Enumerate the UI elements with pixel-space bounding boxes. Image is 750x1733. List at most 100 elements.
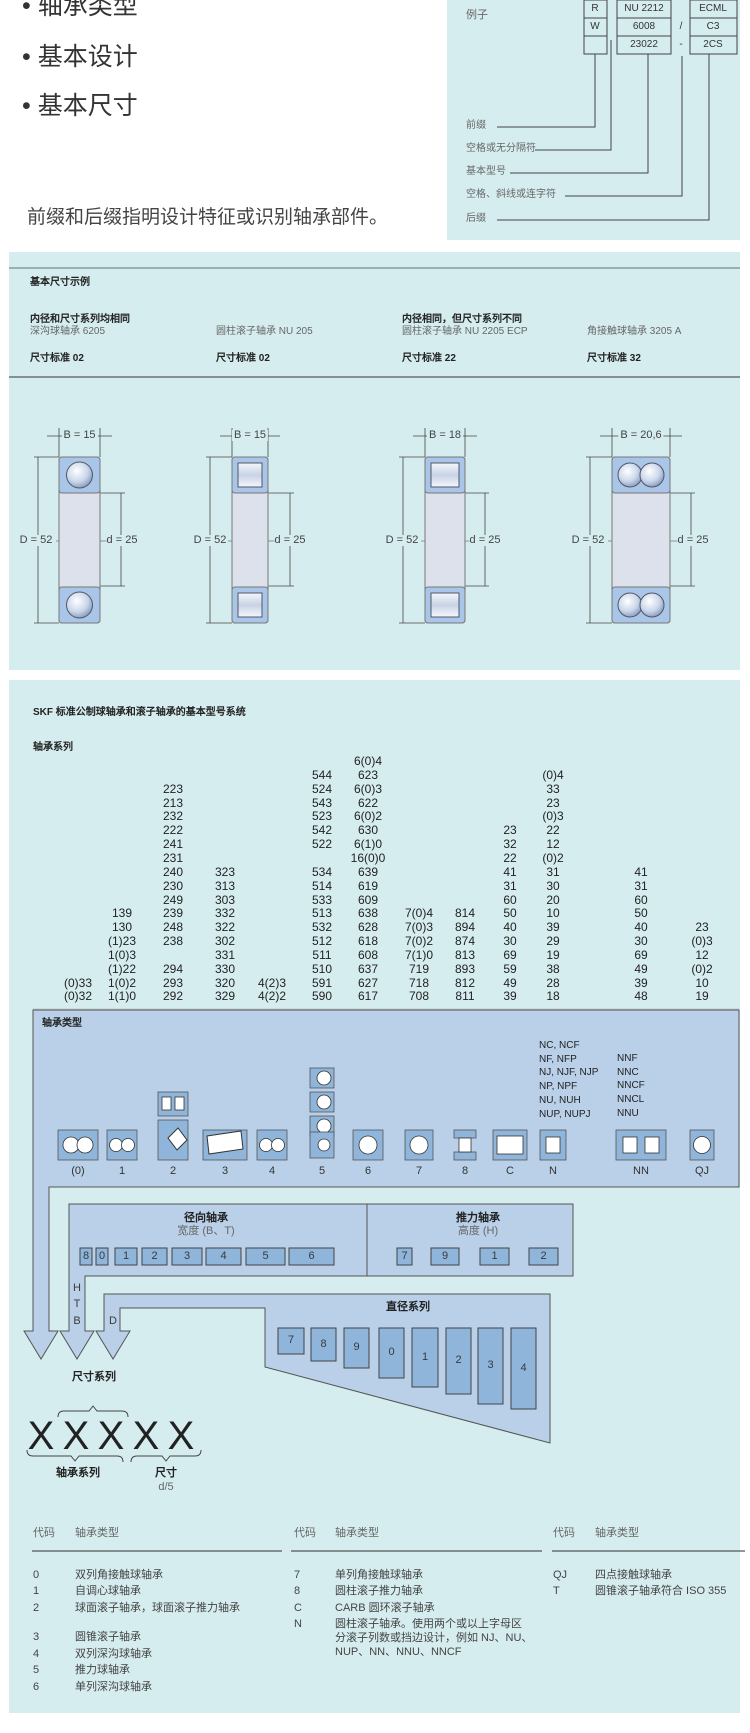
- series-code: 23: [695, 920, 709, 935]
- series-code: 331: [214, 947, 236, 962]
- ball-icon: [66, 591, 93, 619]
- series-code: 320: [214, 975, 236, 990]
- type-code: 8: [461, 1165, 469, 1177]
- series-code: 31: [503, 878, 517, 893]
- type-code: 5: [318, 1165, 326, 1177]
- self-aligning-ball-icon: [121, 1138, 135, 1152]
- series-code: 542: [311, 823, 333, 838]
- series-code: 303: [214, 892, 236, 907]
- series-code: 813: [454, 947, 476, 962]
- width-series-frame: [59, 1203, 574, 1360]
- cylindrical-roller-thrust-icon: [453, 1151, 477, 1161]
- type-code: 4: [268, 1165, 276, 1177]
- series-code: 811: [455, 989, 475, 1004]
- outer-diameter-label: D = 52: [19, 534, 53, 546]
- deep-groove-ball-icon: [358, 1135, 378, 1155]
- series-code: 12: [546, 837, 560, 852]
- size-sub: d/5: [158, 1481, 174, 1493]
- legend-code: 5: [33, 1664, 40, 1676]
- series-code: 7(0)4: [404, 906, 434, 921]
- legend-code: 0: [33, 1569, 40, 1581]
- carb-toroidal-roller-icon: [496, 1135, 524, 1155]
- series-code: 4(2)2: [257, 989, 287, 1004]
- header-code: 代码: [553, 1527, 575, 1539]
- size-standard: 尺寸标准 22: [402, 353, 456, 364]
- width-series-box: [114, 1247, 138, 1266]
- diameter-series-code: 8: [320, 1337, 327, 1350]
- n-variant: NUP, NUPJ: [539, 1108, 591, 1120]
- legend-type: 双列角接触球轴承: [75, 1569, 163, 1581]
- bore-label: d = 25: [106, 534, 138, 546]
- width-label: B = 18: [426, 429, 464, 441]
- diameter-series-box: [378, 1327, 405, 1379]
- series-code: (0)32: [63, 989, 93, 1004]
- taper-roller-icon: [206, 1130, 244, 1155]
- legend-basic-designation: 基本型号: [466, 166, 506, 177]
- series-code: 323: [214, 864, 236, 879]
- example-cell: C3: [706, 21, 720, 32]
- legend-suffix: 后缀: [466, 213, 486, 224]
- series-code: (0)4: [542, 767, 564, 782]
- series-code: 29: [546, 934, 560, 949]
- series-code: 619: [357, 878, 379, 893]
- ball-icon: [639, 592, 665, 618]
- series-code: 6(0)4: [353, 754, 383, 768]
- series-code: 513: [311, 906, 333, 921]
- group-header: 内径和尺寸系列均相同: [30, 314, 130, 325]
- letter-t: T: [73, 1298, 81, 1310]
- width-series-box: [79, 1247, 93, 1266]
- nn-variant: NNF: [617, 1053, 638, 1064]
- diameter-title: 直径系列: [386, 1301, 430, 1313]
- series-code: 514: [311, 878, 333, 893]
- size-label: 尺寸: [155, 1467, 177, 1479]
- diameter-series-code: 7: [287, 1334, 295, 1346]
- cylindrical-roller-icon: [545, 1136, 561, 1154]
- cylindrical-roller-thrust-icon: [453, 1129, 477, 1139]
- series-code: 49: [503, 975, 517, 990]
- width-series-code: 1: [122, 1250, 130, 1262]
- series-code: 322: [214, 920, 236, 935]
- height-series-code: 9: [441, 1250, 449, 1262]
- legend-type: 球面滚子轴承，球面滚子推力轴承: [75, 1602, 240, 1614]
- size-standard: 尺寸标准 32: [587, 353, 641, 364]
- type-code: QJ: [694, 1165, 710, 1177]
- series-code: 532: [311, 920, 333, 935]
- legend-code: 3: [33, 1631, 40, 1643]
- example-label: 例子: [466, 9, 488, 21]
- height-series-box: [430, 1247, 460, 1266]
- series-code: 69: [503, 947, 517, 962]
- series-code: 6(0)2: [353, 809, 383, 824]
- series-code: 49: [634, 961, 648, 976]
- angular-contact-ball-icon: [409, 1135, 429, 1155]
- series-code: 874: [454, 934, 476, 949]
- bore-label: d = 25: [677, 534, 709, 546]
- series-code: (0)33: [63, 975, 93, 990]
- series-code: 533: [311, 892, 333, 907]
- example-cell: 23022: [630, 39, 658, 50]
- bore-label: d = 25: [274, 534, 306, 546]
- type-code: 6: [364, 1165, 372, 1177]
- diameter-series-box: [411, 1327, 439, 1388]
- series-code: 510: [311, 961, 333, 976]
- thrust-title: 推力轴承: [456, 1212, 500, 1224]
- double-row-angular-ball-icon: [76, 1136, 94, 1154]
- legend-type: 自调心球轴承: [75, 1585, 141, 1597]
- header-type: 轴承类型: [75, 1527, 119, 1539]
- legend-prefix: 前缀: [466, 120, 486, 131]
- series-code: 622: [357, 795, 379, 810]
- outer-diameter-label: D = 52: [193, 534, 227, 546]
- example-cell: 2CS: [703, 39, 723, 50]
- series-code: 1(1)0: [107, 989, 137, 1004]
- series-code: 637: [357, 961, 379, 976]
- radial-title: 径向轴承: [184, 1212, 228, 1224]
- double-row-deep-groove-ball-icon: [259, 1138, 273, 1152]
- series-code: 59: [503, 961, 517, 976]
- legend-type: 双列深沟球轴承: [75, 1648, 152, 1660]
- legend-type: 四点接触球轴承: [595, 1569, 672, 1581]
- system-panel: [9, 680, 740, 1713]
- series-code: 294: [162, 961, 184, 976]
- series-code: 718: [408, 975, 430, 990]
- width-series-box: [245, 1247, 286, 1266]
- series-code: (1)23: [107, 934, 137, 949]
- series-code: 608: [357, 947, 379, 962]
